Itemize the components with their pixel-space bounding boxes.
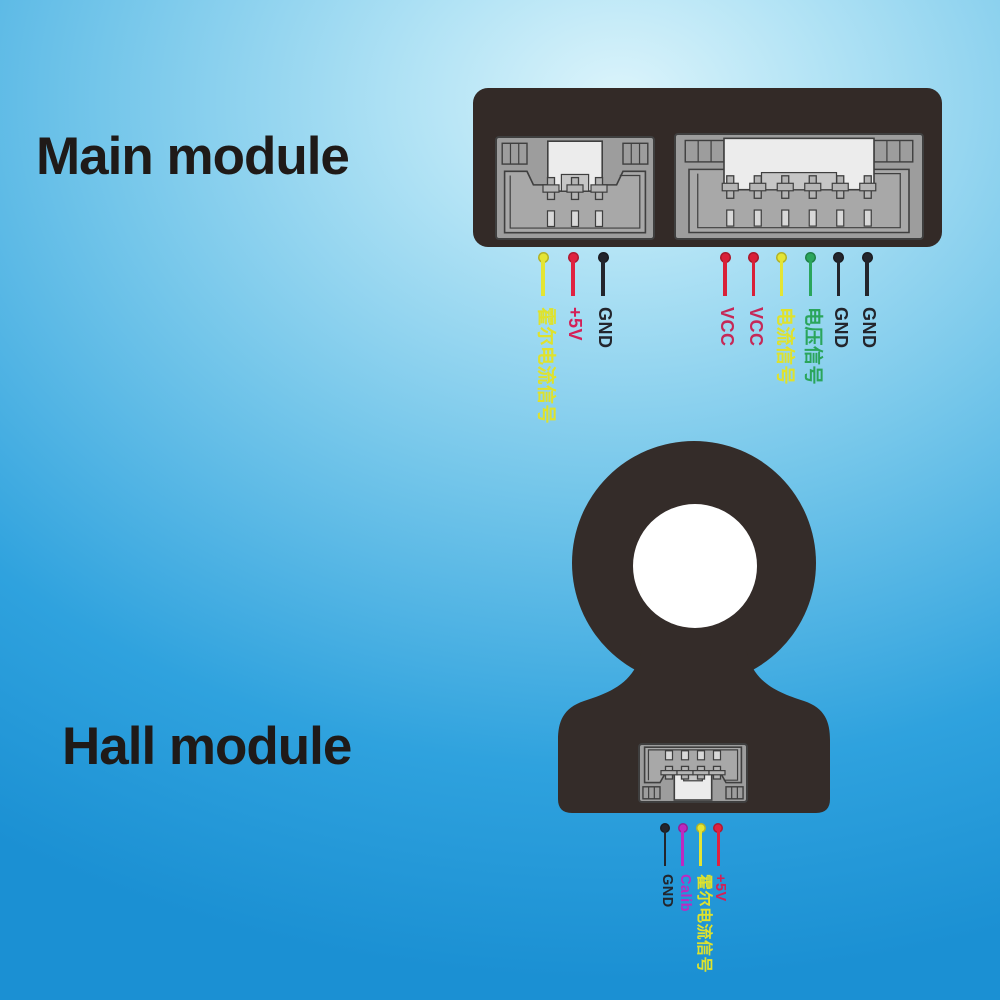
- channel-inner-line: [647, 749, 739, 781]
- pin-socket: [570, 210, 580, 228]
- connector-tab: [642, 786, 661, 800]
- pin-crossbar: [804, 182, 822, 192]
- main-left-connector: [495, 136, 655, 240]
- pin-socket: [712, 750, 722, 761]
- wire-label: VCC: [717, 307, 738, 347]
- wire-lead: [717, 828, 720, 866]
- pin-socket: [726, 209, 735, 227]
- wire-lead: [681, 828, 685, 866]
- pin-crossbar: [749, 182, 767, 192]
- wire-lead: [571, 257, 575, 296]
- wire-lead: [808, 257, 812, 296]
- connector-tab: [873, 139, 914, 163]
- pin-crossbar: [831, 182, 849, 192]
- connector-tab: [501, 142, 528, 165]
- wire-label: +5V: [565, 307, 586, 342]
- pin-socket: [696, 750, 706, 761]
- wire-lead: [723, 257, 727, 296]
- hall-connector: [638, 743, 748, 803]
- main-module-title: Main module: [36, 127, 350, 186]
- pin-crossbar: [660, 769, 678, 776]
- pin-crossbar: [692, 769, 710, 776]
- pin-socket: [808, 209, 817, 227]
- pin-socket: [863, 209, 872, 227]
- wire-lead: [751, 257, 755, 296]
- pin-socket: [680, 750, 690, 761]
- wire-label: GND: [595, 307, 616, 349]
- pin-socket: [753, 209, 762, 227]
- pin-socket: [594, 210, 604, 228]
- hall-base: [558, 648, 830, 813]
- pin-crossbar: [721, 182, 739, 192]
- wire-lead: [780, 257, 784, 296]
- hall-aperture: [633, 504, 757, 628]
- wire-lead: [699, 828, 702, 866]
- wire-label: GND: [859, 307, 880, 349]
- wire-label: 霍尔电流信号: [694, 874, 712, 974]
- wire-lead: [601, 257, 605, 296]
- pin-socket: [546, 210, 556, 228]
- hall-module-title: Hall module: [62, 717, 352, 776]
- connector-tab: [725, 786, 744, 800]
- channel-inner-line: [509, 174, 641, 229]
- connector-channel: [503, 170, 647, 234]
- wire-lead: [541, 257, 545, 296]
- main-right-connector: [674, 133, 924, 240]
- wire-label: Calib: [676, 874, 693, 912]
- wire-lead: [837, 257, 841, 296]
- pin-socket: [836, 209, 845, 227]
- pin-crossbar: [708, 769, 726, 776]
- wire-label: VCC: [745, 307, 766, 347]
- latch-tab: [760, 171, 838, 191]
- wire-lead: [865, 257, 869, 296]
- wire-label: 电压信号: [801, 307, 823, 386]
- pin-socket: [781, 209, 790, 227]
- pin-crossbar: [542, 184, 560, 193]
- connector-tab: [622, 142, 649, 165]
- pin-socket: [664, 750, 674, 761]
- wire-label: GND: [658, 874, 675, 908]
- wire-label: GND: [830, 307, 851, 349]
- wire-label: +5V: [712, 874, 729, 902]
- wire-lead: [663, 828, 667, 866]
- pin-crossbar: [776, 182, 794, 192]
- hall-sensor-body: [558, 441, 830, 813]
- connector-tab: [684, 139, 725, 163]
- pin-crossbar: [676, 769, 694, 776]
- pin-crossbar: [590, 184, 608, 193]
- channel-inner-line: [697, 173, 901, 229]
- wire-label: 霍尔电流信号: [534, 307, 556, 425]
- pin-crossbar: [859, 182, 877, 192]
- pin-crossbar: [566, 184, 584, 193]
- wire-label: 电流信号: [773, 307, 795, 386]
